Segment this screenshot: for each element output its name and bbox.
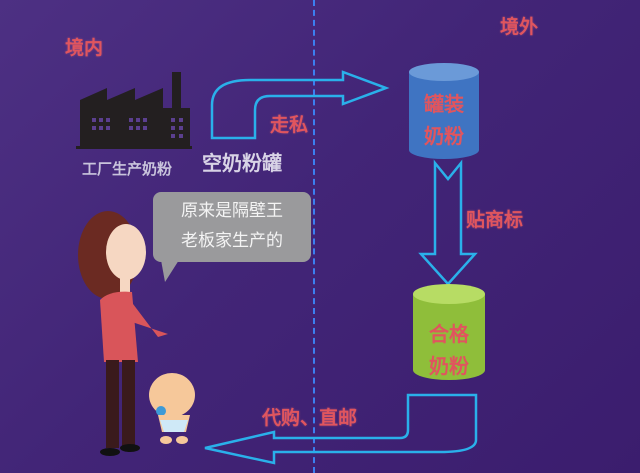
domestic-label: 境内	[65, 37, 104, 59]
speech-bubble: 原来是隔壁王 老板家生产的	[153, 192, 311, 282]
speech-line1: 原来是隔壁王	[181, 201, 283, 221]
canned-milk-can	[409, 63, 479, 159]
canned-can-line1: 罐装	[424, 92, 464, 116]
empty-can-label: 空奶粉罐	[202, 151, 282, 175]
resale-label: 代购、直邮	[262, 407, 358, 429]
smuggle-arrow	[210, 70, 390, 140]
baby-character	[149, 373, 195, 444]
relabel-label: 贴商标	[466, 209, 524, 231]
qualified-can-line2: 奶粉	[429, 354, 469, 378]
qualified-milk-can	[413, 284, 485, 380]
smuggle-label: 走私	[270, 114, 309, 136]
qualified-can-label: 合格 奶粉	[413, 318, 485, 382]
woman-character	[78, 211, 168, 456]
resale-arrow	[204, 393, 478, 465]
canned-can-line2: 奶粉	[424, 124, 464, 148]
overseas-label: 境外	[500, 16, 539, 38]
qualified-can-line1: 合格	[429, 322, 469, 346]
speech-line2: 老板家生产的	[181, 231, 283, 251]
factory-caption: 工厂生产奶粉	[82, 160, 173, 178]
border-divider-line	[313, 0, 315, 473]
canned-can-label: 罐装 奶粉	[409, 88, 479, 152]
factory-icon	[76, 72, 192, 149]
relabel-arrow	[418, 159, 478, 286]
